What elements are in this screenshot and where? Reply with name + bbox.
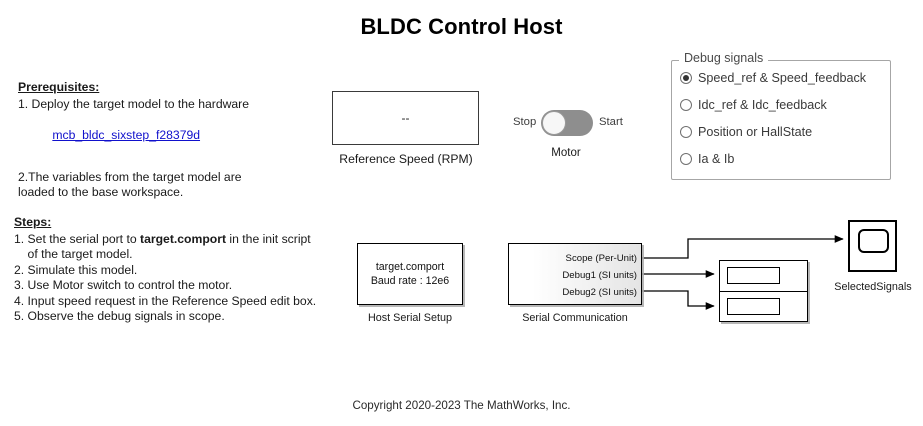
- radio-selected-icon[interactable]: [680, 72, 692, 84]
- steps-item-1-part-c: in the init script: [226, 231, 311, 246]
- serial-communication-caption: Serial Communication: [522, 312, 628, 324]
- copyright-text: Copyright 2020-2023 The MathWorks, Inc.: [352, 399, 571, 412]
- debug-option-iaib-label: Ia & Ib: [698, 152, 735, 166]
- wire-debug2-to-display: [642, 290, 715, 310]
- steps-item-5: 5. Observe the debug signals in scope.: [14, 309, 225, 323]
- spacer: [18, 159, 318, 170]
- debug-signals-panel: Speed_ref & Speed_feedback Idc_ref & Idc…: [671, 60, 891, 180]
- reference-speed-label: Reference Speed (RPM): [339, 152, 473, 166]
- debug-option-idc-label: Idc_ref & Idc_feedback: [698, 98, 827, 112]
- display-field-2: [727, 298, 780, 315]
- steps-item-1-comport: target.comport: [140, 231, 227, 246]
- debug-option-iaib[interactable]: Ia & Ib: [680, 152, 734, 166]
- serial-communication-block[interactable]: Scope (Per-Unit) Debug1 (SI units) Debug…: [508, 243, 642, 305]
- motor-toggle-knob[interactable]: [542, 111, 566, 135]
- steps-block: Steps: 1. Set the serial port to target.…: [14, 215, 334, 325]
- motor-start-label: Start: [599, 116, 623, 128]
- steps-item-1-cont: of the target model.: [14, 247, 133, 261]
- steps-item-2: 2. Simulate this model.: [14, 262, 138, 277]
- wire-scope-to-selectedsignals: [642, 235, 844, 259]
- host-serial-setup-caption: Host Serial Setup: [367, 312, 453, 324]
- steps-item-3: 3. Use Motor switch to control the motor…: [14, 278, 233, 292]
- debug-signals-legend: Debug signals: [679, 51, 769, 65]
- debug-option-idc[interactable]: Idc_ref & Idc_feedback: [680, 98, 827, 112]
- page-title: BLDC Control Host: [360, 14, 563, 39]
- debug-option-position[interactable]: Position or HallState: [680, 125, 812, 139]
- motor-switch-caption: Motor: [551, 147, 581, 159]
- scope-screen-icon: [858, 229, 889, 253]
- scope-block[interactable]: [848, 220, 897, 272]
- prerequisites-heading: Prerequisites:: [18, 80, 100, 94]
- debug-option-speed-label: Speed_ref & Speed_feedback: [698, 71, 867, 85]
- port-label-debug1: Debug1 (SI units): [562, 270, 637, 281]
- port-label-scope: Scope (Per-Unit): [565, 253, 637, 264]
- prerequisites-block: Prerequisites: 1. Deploy the target mode…: [18, 80, 318, 201]
- prerequisites-line-2b: loaded to the base workspace.: [18, 185, 184, 199]
- display-divider: [720, 291, 807, 292]
- host-serial-baudrate: Baud rate : 12e6: [370, 275, 450, 287]
- target-model-link[interactable]: mcb_bldc_sixstep_f28379d: [52, 127, 201, 142]
- scope-caption: SelectedSignals: [834, 281, 912, 293]
- steps-item-1-part-a: 1. Set the serial port to: [14, 231, 141, 246]
- host-serial-comport: target.comport: [375, 261, 445, 273]
- radio-unselected-icon[interactable]: [680, 126, 692, 138]
- steps-item-1: 1. Set the serial port to target.comport…: [14, 232, 334, 248]
- radio-unselected-icon[interactable]: [680, 153, 692, 165]
- host-serial-setup-block[interactable]: target.comport Baud rate : 12e6: [357, 243, 463, 305]
- reference-speed-edit-box[interactable]: [332, 91, 479, 145]
- debug-option-position-label: Position or HallState: [698, 125, 813, 139]
- display-field-1: [727, 267, 780, 284]
- motor-stop-label: Stop: [513, 116, 537, 128]
- motor-toggle-switch[interactable]: [541, 110, 593, 136]
- debug-option-speed[interactable]: Speed_ref & Speed_feedback: [680, 71, 866, 85]
- prerequisites-line-2a: 2.The variables from the target model ar…: [18, 169, 242, 184]
- steps-heading: Steps:: [14, 215, 52, 229]
- host-serial-setup-text: target.comport Baud rate : 12e6: [358, 244, 462, 304]
- radio-unselected-icon[interactable]: [680, 99, 692, 111]
- steps-item-4: 4. Input speed request in the Reference …: [14, 293, 317, 308]
- prerequisites-line-1: 1. Deploy the target model to the hardwa…: [18, 96, 250, 111]
- port-label-debug2: Debug2 (SI units): [562, 287, 637, 298]
- reference-speed-input[interactable]: [333, 92, 478, 144]
- display-block[interactable]: [719, 260, 808, 322]
